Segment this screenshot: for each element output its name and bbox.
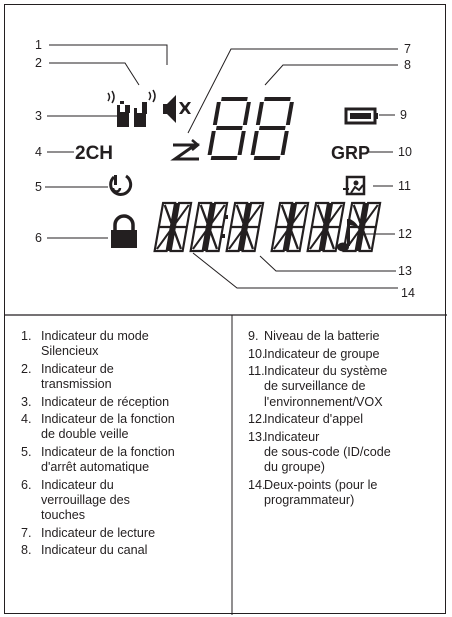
legend-item: 9.Niveau de la batterie <box>248 329 380 343</box>
legend-item: 2.Indicateur de transmission <box>21 361 114 391</box>
lcd-display-diagram: 1 2 3 4 5 6 7 8 9 10 11 12 13 14 <box>5 38 447 615</box>
callout-10: 10 <box>398 145 412 159</box>
legend-item: 4.Indicateur de la fonction de double ve… <box>21 412 175 442</box>
speaker-mute-icon <box>163 95 191 123</box>
legend-item: 3.Indicateur de réception <box>21 394 170 409</box>
callout-13: 13 <box>398 264 412 278</box>
battery-icon <box>344 107 378 125</box>
callout-4: 4 <box>35 145 42 159</box>
legend-item: 14.Deux-points (pour le programmateur) <box>248 477 378 507</box>
dual-watch-label: 2CH <box>75 143 113 164</box>
legend-item: 1.Indicateur du mode Silencieux <box>21 329 149 359</box>
callout-6: 6 <box>35 231 42 245</box>
leader-lines <box>45 44 398 289</box>
diagram-frame: 1 2 3 4 5 6 7 8 9 10 11 12 13 14 <box>4 4 447 615</box>
channel-digits <box>207 97 294 160</box>
callout-12: 12 <box>398 227 412 241</box>
legend-left-column: 1.Indicateur du mode Silencieux 2.Indica… <box>21 329 227 561</box>
callout-8: 8 <box>404 58 411 72</box>
legend-item: 12.Indicateur d'appel <box>248 412 364 427</box>
alphanumeric-display <box>153 201 382 253</box>
power-timer-icon <box>109 174 133 196</box>
callout-2: 2 <box>35 56 42 70</box>
legend-item: 5.Indicateur de la fonction d'arrêt auto… <box>21 444 175 475</box>
callout-14: 14 <box>401 286 415 300</box>
colon-indicator-icon <box>221 215 228 238</box>
callout-1: 1 <box>35 38 42 52</box>
callout-7: 7 <box>404 42 411 56</box>
legend-item: 6.Indicateur du verrouillage des touches <box>21 477 130 523</box>
person-signal-icon <box>107 89 156 127</box>
legend-item: 8.Indicateur du canal <box>21 543 148 558</box>
legend-item: 10.Indicateur de groupe <box>248 346 380 361</box>
legend-item: 11.Indicateur du système de surveillance… <box>248 364 388 409</box>
callout-9: 9 <box>400 108 407 122</box>
callout-5: 5 <box>35 180 42 194</box>
legend-item: 7.Indicateur de lecture <box>21 525 156 540</box>
group-label: GRP <box>331 143 370 163</box>
legend-right-column: 9.Niveau de la batterie 10.Indicateur de… <box>248 329 443 511</box>
callout-11: 11 <box>398 179 411 193</box>
vox-monitor-icon <box>343 175 366 196</box>
legend-item: 13.Indicateur de sous-code (ID/code du g… <box>248 429 391 475</box>
callout-3: 3 <box>35 109 42 123</box>
playback-arrow-icon <box>170 139 200 161</box>
padlock-icon <box>111 214 137 248</box>
